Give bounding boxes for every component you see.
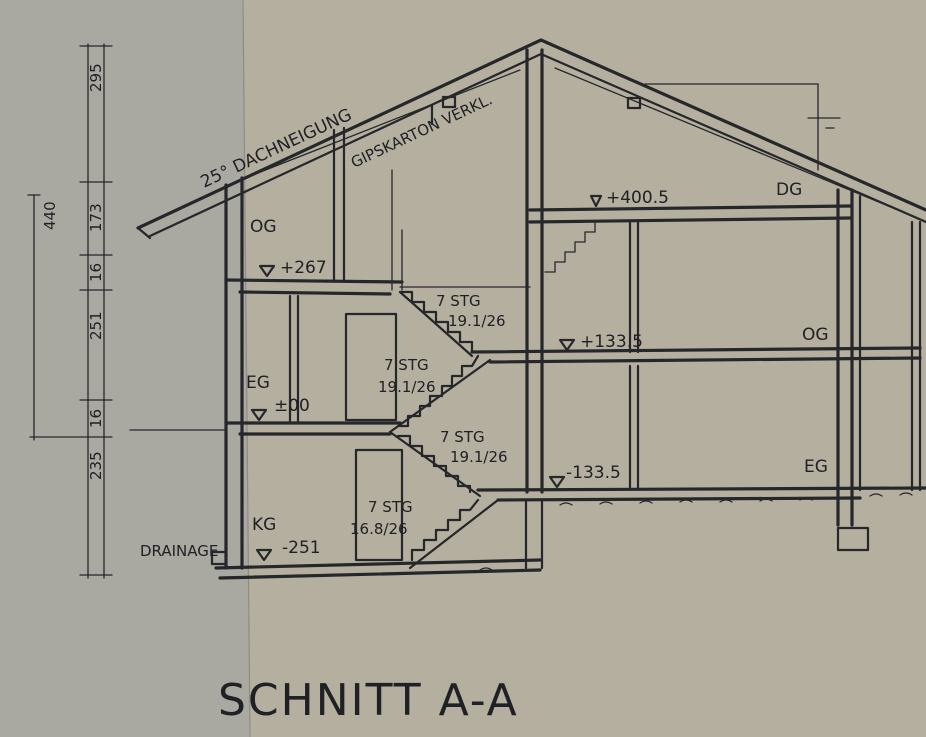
stair-1-steps: 7 STG	[436, 292, 481, 310]
level-markers	[250, 194, 603, 562]
eg-left-label: EG	[246, 373, 270, 393]
stair-3-steps: 7 STG	[440, 428, 485, 446]
eg-right-label: EG	[804, 457, 828, 477]
roof	[136, 38, 926, 240]
drawing-title: SCHNITT A-A	[218, 675, 519, 726]
dim-440: 440	[41, 201, 59, 230]
eg-left-elevation: ±00	[274, 396, 310, 416]
og-right-elevation: +133.5	[580, 332, 643, 352]
drainage-label: DRAINAGE	[140, 542, 218, 560]
walls	[224, 48, 922, 570]
stair-1-ratio: 19.1/26	[448, 312, 506, 330]
stair-3-ratio: 19.1/26	[450, 448, 508, 466]
og-right-label: OG	[802, 325, 829, 345]
dim-251: 251	[87, 311, 105, 340]
stairs	[388, 221, 596, 570]
stair-2-ratio: 19.1/26	[378, 378, 436, 396]
stair-4-ratio: 16.8/26	[350, 520, 408, 538]
paper-right	[243, 0, 926, 737]
og-left-elevation: +267	[280, 258, 327, 278]
kg-elevation: -251	[282, 538, 321, 558]
dim-16-lower: 16	[87, 409, 105, 428]
dim-295: 295	[87, 63, 105, 92]
dg-label: DG	[776, 180, 802, 200]
og-left-label: OG	[250, 217, 277, 237]
stair-2-steps: 7 STG	[384, 356, 429, 374]
slabs	[129, 204, 926, 580]
eg-right-elevation: -133.5	[566, 463, 621, 483]
kg-label: KG	[252, 515, 276, 535]
dim-173: 173	[87, 203, 105, 232]
dg-elevation: +400.5	[606, 188, 669, 208]
dim-16-upper: 16	[87, 263, 105, 282]
stair-4-steps: 7 STG	[368, 498, 413, 516]
dimension-lines	[27, 43, 113, 579]
paper-fold	[242, 0, 251, 737]
dim-235: 235	[87, 451, 105, 480]
